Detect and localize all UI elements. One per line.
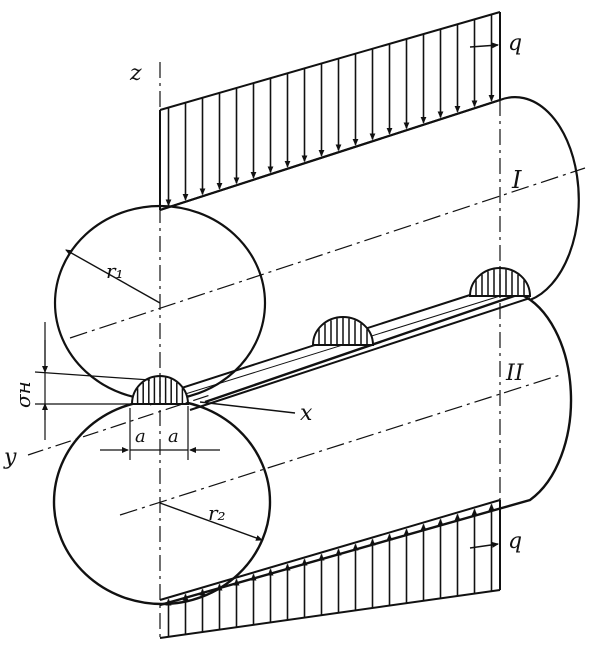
- label-radius-top: r₁: [106, 259, 124, 283]
- contact-half-width-dimension: [100, 406, 220, 460]
- label-load-top: q: [508, 31, 522, 56]
- contact-stress-dimension: [34, 322, 151, 440]
- label-axis-x: x: [300, 401, 313, 426]
- label-axis-z: z: [129, 61, 142, 86]
- top-load-distribution: [159, 11, 501, 211]
- contact-strip: [134, 294, 531, 411]
- radius-bottom-line: [159, 502, 263, 541]
- contact-pressure-distributions: [130, 267, 532, 405]
- top-load-arrows: [165, 14, 495, 207]
- label-half-width-right: a: [168, 426, 179, 447]
- cylinder-bottom: [52, 292, 573, 607]
- label-axis-y: y: [3, 445, 17, 470]
- coordinate-axes: [27, 62, 501, 638]
- axis-x-line: [199, 401, 296, 414]
- label-contact-stress: σн: [11, 381, 35, 408]
- radius-top-line: [65, 249, 161, 304]
- label-cylinder-bottom: II: [505, 361, 525, 386]
- label-radius-bottom: r₂: [208, 501, 226, 525]
- label-load-bottom: q: [508, 529, 522, 554]
- label-half-width-left: a: [135, 426, 146, 447]
- label-cylinder-top: I: [511, 166, 522, 194]
- axis-y-line: [27, 394, 211, 456]
- load-bottom-pointer: [469, 541, 499, 549]
- load-top-pointer: [469, 42, 499, 49]
- cylinder-top: [53, 96, 586, 402]
- bottom-load-distribution: [159, 499, 501, 639]
